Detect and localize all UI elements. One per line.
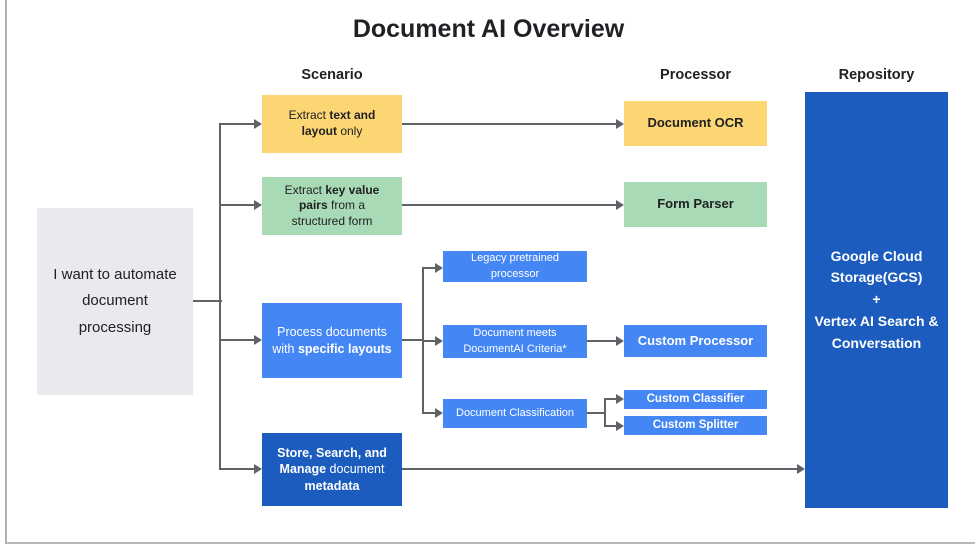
- arrowhead-icon: [435, 408, 443, 418]
- arrowhead-icon: [616, 394, 624, 404]
- arrowhead-icon: [616, 421, 624, 431]
- connector-criteria-to-custom: [587, 340, 616, 342]
- processor-box-custom-splitter: Custom Splitter: [624, 416, 767, 435]
- connector-arm-classifier: [604, 398, 616, 400]
- connector-root-trunk: [219, 123, 221, 470]
- arrowhead-icon: [254, 464, 262, 474]
- connector-arm-classification: [422, 412, 436, 414]
- branch-box-document-classification: Document Classification: [443, 399, 587, 428]
- scenario-box-extract-key-value: Extract key value pairs from a structure…: [262, 177, 402, 235]
- connector-root-stub: [193, 300, 222, 302]
- root-box-automate-processing: I want to automate document processing: [37, 208, 193, 395]
- processor-box-document-ocr: Document OCR: [624, 101, 767, 146]
- page-title: Document AI Overview: [352, 15, 625, 43]
- connector-arm-criteria: [422, 340, 436, 342]
- connector-arm-legacy: [422, 267, 436, 269]
- branch-box-legacy-pretrained: Legacy pretrained processor: [443, 251, 587, 282]
- connector-arm-row4: [219, 468, 255, 470]
- connector-arm-splitter: [604, 425, 616, 427]
- connector-keyvalue-to-formparser: [402, 204, 616, 206]
- connector-fork-trunk: [604, 398, 606, 427]
- connector-arm-row2: [219, 204, 255, 206]
- arrowhead-icon: [797, 464, 805, 474]
- branch-box-documentai-criteria: Document meets DocumentAI Criteria*: [443, 325, 587, 358]
- connector-layouts-stub: [402, 339, 424, 341]
- arrowhead-icon: [616, 200, 624, 210]
- arrowhead-icon: [254, 200, 262, 210]
- processor-box-custom-classifier: Custom Classifier: [624, 390, 767, 409]
- arrowhead-icon: [616, 119, 624, 129]
- scenario-box-extract-text-layout: Extract text and layout only: [262, 95, 402, 153]
- column-header-scenario: Scenario: [301, 67, 363, 83]
- connector-classification-stub: [587, 412, 606, 414]
- arrowhead-icon: [616, 336, 624, 346]
- connector-text-to-ocr: [402, 123, 616, 125]
- arrowhead-icon: [254, 335, 262, 345]
- processor-box-custom-processor: Custom Processor: [624, 325, 767, 357]
- column-header-processor: Processor: [660, 67, 731, 83]
- connector-arm-row1: [219, 123, 255, 125]
- repository-box-gcs-vertex: Google Cloud Storage(GCS) + Vertex AI Se…: [805, 92, 948, 508]
- arrowhead-icon: [254, 119, 262, 129]
- scenario-box-specific-layouts: Process documents with specific layouts: [262, 303, 402, 378]
- processor-box-form-parser: Form Parser: [624, 182, 767, 227]
- connector-store-to-repository: [402, 468, 797, 470]
- arrowhead-icon: [435, 336, 443, 346]
- connector-arm-row3: [219, 339, 255, 341]
- scenario-box-store-search-manage: Store, Search, and Manage document metad…: [262, 433, 402, 506]
- column-header-repository: Repository: [838, 67, 915, 83]
- arrowhead-icon: [435, 263, 443, 273]
